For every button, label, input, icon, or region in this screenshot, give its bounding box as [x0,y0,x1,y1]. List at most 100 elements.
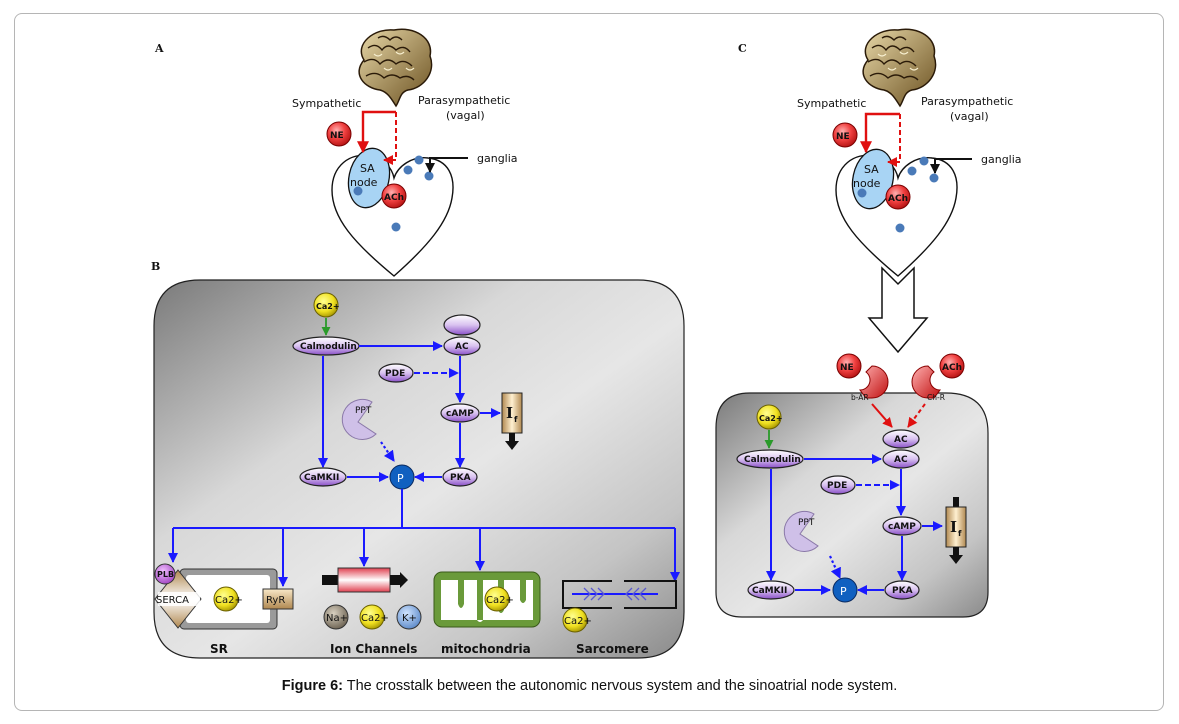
pde-node [820,475,856,495]
ganglia-pointer [930,158,972,174]
pka-label: PKA [450,473,471,483]
sarcomere-calcium-label: Ca2+ [564,616,592,627]
receptor-ellipse [443,314,481,336]
sr-calcium-ion [213,586,239,612]
b-ar-label: b-AR [851,393,869,402]
calmodulin-label: Calmodulin [744,455,801,465]
ganglion-dot [919,156,929,166]
ac-node-lower [882,449,920,469]
caption-text: The crosstalk between the autonomic nerv… [342,678,898,694]
ppt-phosphatase [783,510,819,552]
ach-label: ACh [888,194,908,204]
calmodulin-label: Calmodulin [300,342,357,352]
sr-calcium-label: Ca2+ [215,595,243,606]
vagal-label: (vagal) [446,109,485,122]
figure-caption: Figure 6: The crosstalk between the auto… [0,678,1179,694]
ganglion-dot [403,165,413,175]
sympathetic-label: Sympathetic [797,97,866,110]
mito-calcium-ion [484,586,510,612]
sarcomere [562,580,677,609]
if-label: I [950,518,957,536]
ppt-to-p-arrow [380,441,395,462]
camp-label: cAMP [888,522,916,532]
pka-label: PKA [892,586,913,596]
panel-b-letter: B [151,260,160,273]
ne-molecule [832,122,858,148]
parasympathetic-label: Parasympathetic [418,94,510,107]
ach-ligand [939,353,965,379]
camkii-node [747,580,795,600]
panel-c: C Sympathetic Parasympathetic (vagal) SA… [715,28,1022,618]
serca-label-bg [158,592,200,606]
ganglion-dot [391,222,401,232]
sympathetic-arrow [357,110,396,154]
ppt-phosphatase [341,398,377,440]
b-ar-to-ac-arrow [871,403,893,428]
ne-molecule [326,121,352,147]
if-subscript: f [958,529,962,538]
if-subscript: f [514,415,518,424]
phosphorylation-node [832,577,858,603]
cell-panel-c [715,392,989,618]
channel-calcium-label: Ca2+ [361,613,389,624]
ganglia-dots [857,156,939,233]
panel-b: B Ca2+ Calmodulin AC PDE cAMP I f [151,260,685,659]
p-label: P [397,472,404,485]
pka-node [884,580,920,600]
calcium-ion [313,292,339,318]
parasympathetic-label: Parasympathetic [921,95,1013,108]
pka-node [442,467,478,487]
camp-label: cAMP [446,409,474,419]
ion-channel [322,567,408,593]
if-label: I [506,404,513,422]
ganglion-dot [907,166,917,176]
ganglion-dot [353,186,363,196]
ne-ligand-label: NE [840,363,854,373]
camkii-label: CaMKII [304,473,339,483]
camp-node [440,403,480,423]
ganglion-dot [895,223,905,233]
plb-node [154,563,176,585]
ach-molecule [381,183,407,209]
pde-node [378,363,414,383]
sympathetic-arrow [860,112,900,154]
node-label: node [853,177,881,190]
parasympathetic-arrow [383,112,397,165]
ch-r-label: Ch-R [927,393,945,402]
sodium-ion [323,604,349,630]
node-label: node [350,176,378,189]
ganglia-pointer [425,157,468,173]
calcium-label: Ca2+ [316,302,340,311]
ac-lower-label: AC [894,455,908,465]
pde-label: PDE [827,481,847,491]
caption-label: Figure 6: [281,678,343,694]
ach-label: ACh [384,193,404,203]
ac-node [443,336,481,356]
ach-molecule [885,184,911,210]
ne-label: NE [836,132,850,142]
cell-panel-b [153,279,685,659]
sa-label: SA [864,163,879,176]
ac-label: AC [455,342,469,352]
panel-c-letter: C [738,42,747,55]
beta-adrenergic-receptor [859,365,889,399]
sarcomere-label: Sarcomere [576,642,649,656]
ne-label: NE [330,131,344,141]
ion-channels-label: Ion Channels [330,642,417,656]
sa-label: SA [360,162,375,175]
ppt-label: PPT [798,518,815,528]
pde-label: PDE [385,369,405,379]
if-channel [945,497,967,564]
sodium-label: Na+ [326,613,348,624]
camp-node [882,516,922,536]
mitochondria-label: mitochondria [441,642,531,656]
ne-ligand [836,353,862,379]
ac-node-upper [882,429,920,449]
ach-ligand-label: ACh [942,363,962,373]
camkii-node [299,467,347,487]
plb-label: PLB [157,570,174,579]
big-down-arrow-icon [867,266,929,354]
sympathetic-label: Sympathetic [292,97,361,110]
cholinergic-receptor [911,365,941,399]
ganglion-dot [414,155,424,165]
